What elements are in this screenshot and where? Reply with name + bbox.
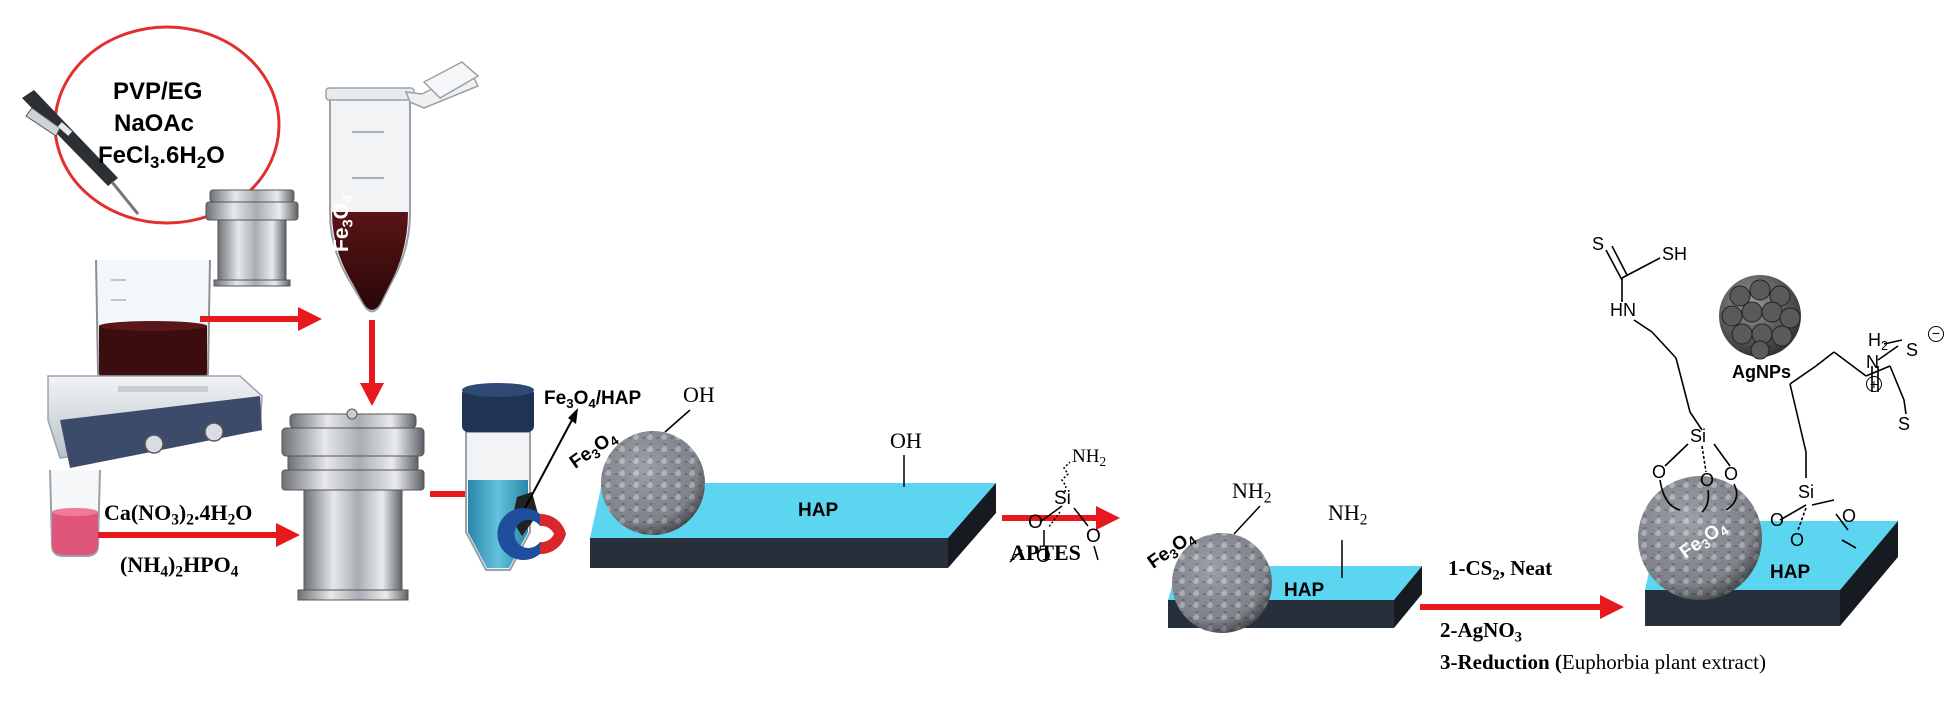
arrow-modification	[1420, 595, 1624, 619]
small-autoclave-icon	[205, 189, 299, 287]
oh-bond-1	[664, 409, 691, 433]
nh2-label-2: NH2	[1328, 500, 1368, 529]
aptes-label: APTES	[1010, 540, 1081, 565]
eppendorf-tube-icon	[325, 61, 480, 313]
final-ligand-structure	[1605, 245, 1907, 549]
fe3o4-particle-2	[1172, 533, 1272, 633]
aptes-o-right: O	[1086, 526, 1101, 547]
final-minus: −	[1928, 326, 1944, 342]
oh-label-2: OH	[890, 428, 922, 453]
fe3o4-particle-1	[601, 431, 705, 535]
aptes-si: Si	[1054, 488, 1071, 509]
final-s-right: S	[1906, 340, 1919, 360]
step-reduction: 3-Reduction (Euphorbia plant extract)	[1440, 650, 1767, 674]
final-o-5: O	[1790, 530, 1805, 550]
reagent-line-1: PVP/EG	[113, 78, 203, 105]
oh-label-1: OH	[683, 382, 715, 407]
final-h2: H2	[1868, 330, 1889, 353]
hap-label-1: HAP	[798, 500, 839, 521]
tube-fe3o4-label: Fe3O4	[330, 194, 357, 252]
final-plus: +	[1866, 376, 1882, 392]
final-o-1: O	[1652, 462, 1667, 482]
agnps-label: AgNPs	[1732, 362, 1792, 382]
final-hn: HN	[1610, 300, 1636, 320]
falcon-tube-with-magnet-icon	[462, 383, 578, 571]
composite-label: Fe3O4/HAP	[544, 388, 642, 411]
aptes-structure	[1009, 461, 1099, 563]
final-n: N	[1866, 352, 1879, 372]
aptes-o-bottom: O	[1036, 546, 1051, 567]
aptes-o-left: O	[1028, 512, 1043, 533]
arrow-tube-to-autoclave	[360, 320, 384, 406]
reagent-line-2: NaOAc	[114, 110, 195, 137]
hap-label-3: HAP	[1770, 562, 1811, 583]
pink-solution-beaker-icon	[49, 469, 101, 557]
final-sh: SH	[1662, 244, 1688, 264]
final-si-right: Si	[1798, 482, 1815, 502]
aptes-nh2: NH2	[1072, 446, 1107, 469]
ammonium-phosphate-label: (NH4)2HPO4	[120, 552, 239, 581]
agnps-cluster-icon	[1719, 275, 1801, 360]
beaker-on-stirrer-icon	[47, 259, 263, 468]
reagent-line-3: FeCl3.6H2O	[98, 142, 225, 173]
nh2-bond-1	[1233, 505, 1261, 535]
arrow-stirrer-to-tube	[200, 307, 322, 331]
final-o-6: O	[1842, 506, 1857, 526]
hap-label-2: HAP	[1284, 580, 1325, 601]
arrow-precursors-to-autoclave	[98, 523, 300, 547]
step-agno3: 2-AgNO3	[1440, 618, 1523, 646]
final-o-3: O	[1724, 464, 1739, 484]
final-s-left: S	[1592, 234, 1605, 254]
final-o-2: O	[1700, 470, 1715, 490]
final-s-bottom: S	[1898, 414, 1911, 434]
nh2-label-1: NH2	[1232, 478, 1272, 507]
step-cs2: 1-CS2, Neat	[1448, 556, 1553, 584]
final-o-4: O	[1770, 510, 1785, 530]
calcium-nitrate-label: Ca(NO3)2.4H2O	[104, 500, 253, 529]
pipette-icon	[22, 90, 140, 215]
final-si-left: Si	[1690, 426, 1707, 446]
large-autoclave-icon	[281, 408, 425, 601]
